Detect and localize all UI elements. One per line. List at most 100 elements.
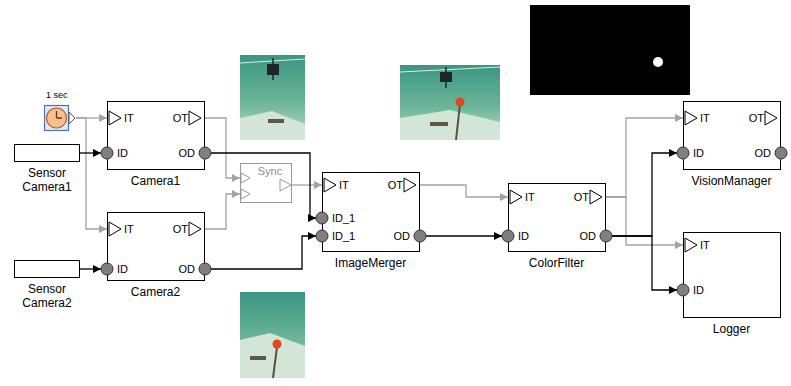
data-port bbox=[199, 147, 211, 159]
data-port bbox=[101, 147, 113, 159]
component-box: ITIDLogger bbox=[683, 232, 781, 318]
trigger-port bbox=[590, 190, 602, 204]
port-label: ID bbox=[693, 146, 704, 160]
trigger-port bbox=[324, 178, 336, 192]
connector bbox=[606, 118, 683, 197]
data-port bbox=[502, 230, 514, 242]
data-port bbox=[677, 147, 689, 159]
data-port bbox=[199, 263, 211, 275]
connector bbox=[80, 152, 101, 153]
port-label: ID bbox=[117, 146, 128, 160]
photo-object bbox=[430, 122, 448, 126]
component-box: ITIDOTODCamera1 bbox=[107, 101, 205, 170]
trigger-port bbox=[685, 238, 697, 252]
port-label: ID_1 bbox=[332, 229, 355, 243]
clock-frame bbox=[45, 106, 69, 131]
trigger-port bbox=[685, 111, 697, 125]
data-port bbox=[414, 230, 426, 242]
trigger-port bbox=[69, 112, 75, 124]
port-label: IT bbox=[124, 222, 134, 236]
connector bbox=[606, 197, 683, 245]
component-name: ColorFilter bbox=[529, 256, 584, 270]
sensor-label: Sensor Camera1 bbox=[12, 166, 82, 194]
component-box: ITIDOTODCamera2 bbox=[107, 212, 205, 281]
photo-floor bbox=[240, 333, 305, 378]
camera1-photo bbox=[240, 55, 305, 140]
merged-photo bbox=[400, 65, 500, 140]
data-port bbox=[775, 147, 787, 159]
trigger-port bbox=[510, 190, 522, 204]
port-label: OD bbox=[179, 262, 196, 276]
data-port bbox=[677, 284, 689, 296]
port-label: ID_1 bbox=[332, 211, 355, 225]
photo-floor bbox=[400, 110, 500, 140]
connector bbox=[76, 118, 107, 229]
port-label: ID bbox=[693, 283, 704, 297]
data-port bbox=[316, 230, 328, 242]
blob bbox=[653, 57, 663, 67]
photo-pole bbox=[272, 58, 274, 80]
sensor-box: Sensor Camera2 bbox=[14, 260, 80, 278]
port-glyphs bbox=[107, 101, 205, 170]
component-box: ITIDOTODColorFilter bbox=[508, 183, 606, 252]
connector bbox=[292, 184, 322, 185]
data-port bbox=[600, 230, 612, 242]
data-port bbox=[101, 263, 113, 275]
component-name: ImageMerger bbox=[335, 256, 406, 270]
connector bbox=[420, 185, 508, 197]
port-label: OD bbox=[179, 146, 196, 160]
photo-ground bbox=[400, 65, 500, 140]
sync-input bbox=[241, 189, 250, 199]
component-name: Camera2 bbox=[131, 285, 180, 299]
connector bbox=[612, 236, 677, 290]
sync-output bbox=[280, 179, 291, 191]
port-label: ID bbox=[117, 262, 128, 276]
port-label: OT bbox=[574, 190, 589, 204]
photo-ground bbox=[240, 55, 305, 140]
sync-box: Sync bbox=[240, 163, 292, 203]
port-label: IT bbox=[700, 238, 710, 252]
timer-icon: 1 sec bbox=[44, 105, 76, 131]
port-label: OT bbox=[749, 111, 764, 125]
clock-face bbox=[47, 108, 67, 128]
trigger-port bbox=[404, 178, 416, 192]
connector bbox=[612, 153, 677, 236]
component-name: VisionManager bbox=[692, 174, 772, 188]
trigger-port bbox=[765, 111, 777, 125]
connector bbox=[80, 268, 101, 269]
photo-pole bbox=[445, 67, 447, 88]
port-label: OD bbox=[580, 229, 597, 243]
port-label: OT bbox=[173, 222, 188, 236]
sensor-box: Sensor Camera1 bbox=[14, 144, 80, 162]
photo-ground bbox=[240, 292, 305, 378]
port-label: IT bbox=[700, 111, 710, 125]
clock-hands bbox=[57, 111, 63, 118]
photo-pole bbox=[273, 347, 277, 378]
port-label: OD bbox=[394, 229, 411, 243]
component-name: Logger bbox=[713, 322, 750, 336]
connector bbox=[205, 118, 240, 178]
port-label: IT bbox=[124, 111, 134, 125]
photo-floor bbox=[240, 111, 305, 140]
connector bbox=[211, 236, 316, 269]
trigger-port bbox=[189, 111, 201, 125]
camera2-photo bbox=[240, 292, 305, 378]
port-glyphs bbox=[683, 232, 781, 318]
clock-glyph bbox=[44, 105, 76, 131]
port-label: OT bbox=[173, 111, 188, 125]
photo-pole bbox=[456, 104, 460, 140]
photo-ground bbox=[530, 5, 690, 95]
photo-buoy bbox=[456, 98, 465, 107]
trigger-port bbox=[109, 222, 121, 236]
connector bbox=[211, 153, 316, 218]
connector bbox=[205, 194, 240, 229]
photo-object bbox=[250, 356, 266, 360]
port-label: IT bbox=[339, 178, 349, 192]
filtered-image bbox=[530, 5, 690, 95]
trigger-port bbox=[189, 222, 201, 236]
timer-label: 1 sec bbox=[46, 90, 68, 101]
port-label: IT bbox=[525, 190, 535, 204]
